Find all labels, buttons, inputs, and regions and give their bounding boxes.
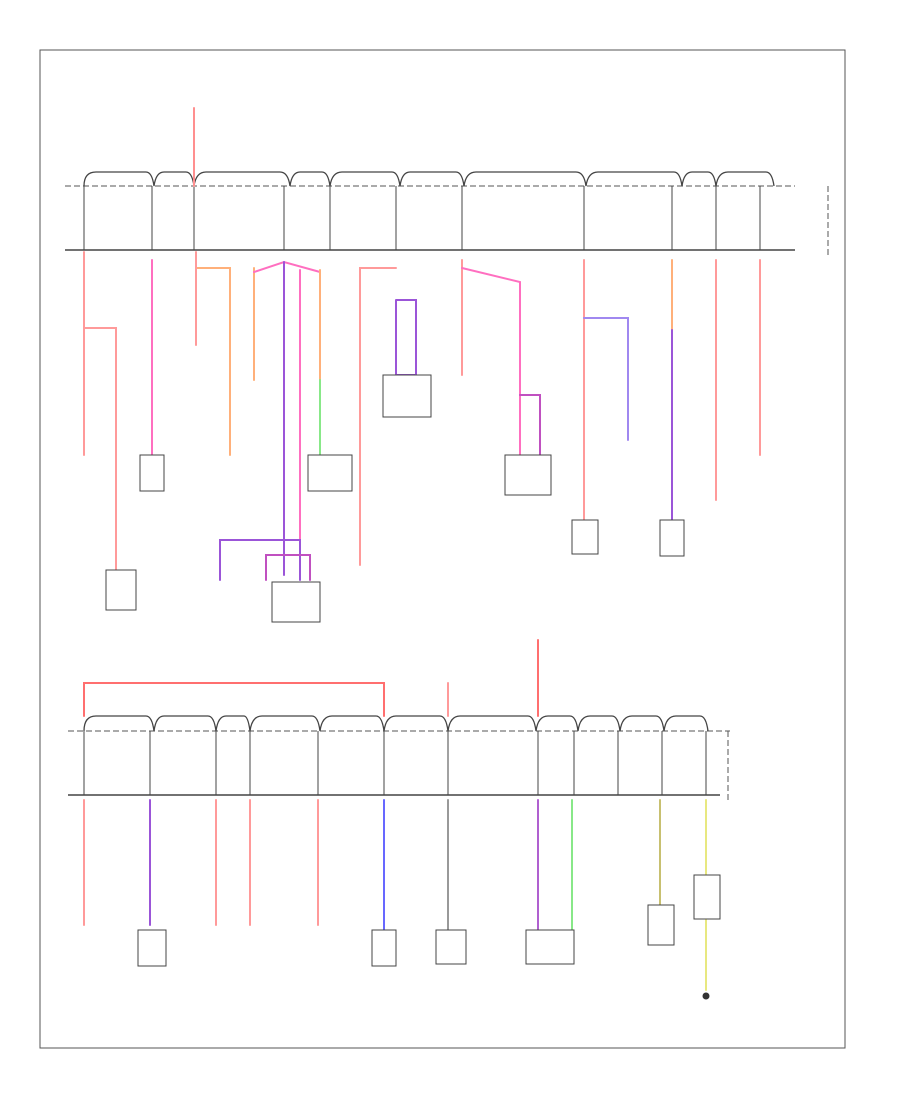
diagram-frame [39,49,846,1049]
component-box-10 [371,929,397,967]
upper-fuse-panel [65,171,829,258]
component-box-9 [137,929,167,967]
wire-orange-1 [195,267,231,456]
component-box-3 [307,454,353,492]
lower-fuse-panel [68,715,730,800]
wire-pink-2 [253,260,321,273]
component-box-12 [525,929,575,965]
wire-pink-4 [359,267,397,566]
wire-pink-6 [461,267,521,456]
lower-busbar [83,715,709,732]
lower-fuse-drops [83,731,707,795]
lower-branch-wires [83,799,707,991]
wire-purple-4 [219,539,301,581]
ground-symbol [702,992,710,1000]
upper-busbar [83,171,775,187]
component-box-2 [105,569,137,611]
upper-components [105,374,685,623]
component-box-4 [382,374,432,418]
component-box-6 [571,519,599,555]
lower-loop-wire [83,682,385,717]
upper-fuse-drops [83,186,761,250]
wire-red-1 [83,251,117,571]
component-box-11 [435,929,467,965]
upper-branch-wires [83,251,761,581]
component-box-5 [504,454,552,496]
component-box-13 [647,904,675,946]
wire-purple-2 [395,299,417,376]
component-box-1 [139,454,165,492]
wire-magenta-2 [265,554,311,581]
component-box-7 [659,519,685,557]
wire-lavender-1 [583,317,629,441]
wire-magenta-1 [519,394,541,456]
lower-components [137,874,721,1000]
component-box-8 [271,581,321,623]
component-box-14 [693,874,721,920]
